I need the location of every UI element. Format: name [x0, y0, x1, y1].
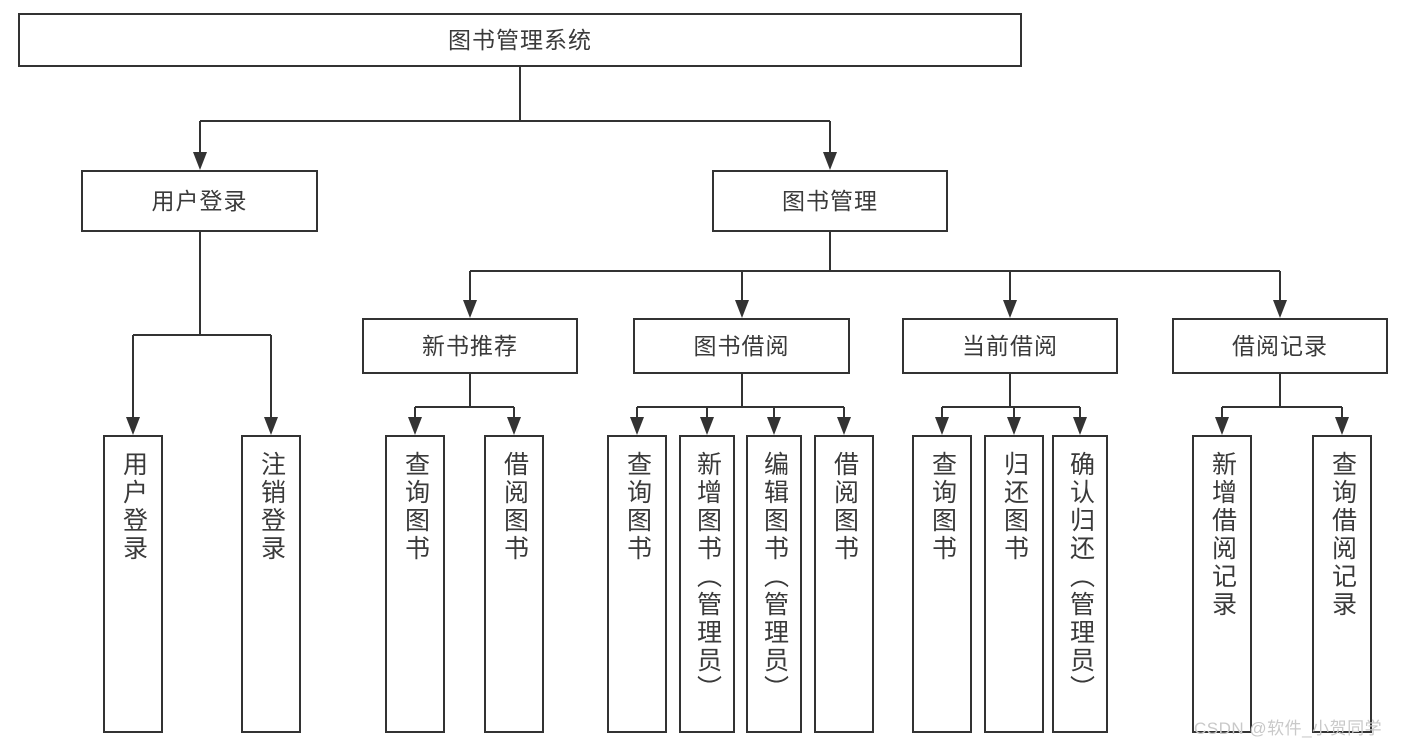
leaf-node-edit-book[interactable]: 编辑图书（管理员）: [746, 435, 802, 733]
node-label: 查询图书: [928, 451, 957, 563]
connector-borrow-record-stem: [1279, 374, 1281, 407]
node-label: 新增借阅记录: [1208, 451, 1237, 619]
arrowhead-icon: [935, 417, 949, 435]
arrowhead-icon: [767, 417, 781, 435]
arrowhead-icon: [1007, 417, 1021, 435]
node-current-borrow[interactable]: 当前借阅: [902, 318, 1118, 374]
arrowhead-icon: [1073, 417, 1087, 435]
connector-current-borrow-drop: [1013, 407, 1015, 417]
leaf-node-query-book-1[interactable]: 查询图书: [385, 435, 445, 733]
node-label: 图书借阅: [693, 332, 790, 359]
node-label: 查询图书: [623, 451, 652, 563]
connector-manage-drop: [1279, 271, 1281, 300]
connector-root-drop: [829, 121, 831, 152]
leaf-node-query-book-3[interactable]: 查询图书: [912, 435, 972, 733]
arrowhead-icon: [408, 417, 422, 435]
arrowhead-icon: [823, 152, 837, 170]
arrowhead-icon: [630, 417, 644, 435]
connector-current-borrow-bar: [942, 406, 1080, 408]
connector-book-borrow-drop: [843, 407, 845, 417]
node-label: 新增图书（管理员）: [693, 451, 722, 703]
connector-new-book-rec-bar: [415, 406, 514, 408]
arrowhead-icon: [700, 417, 714, 435]
connector-book-borrow-drop: [773, 407, 775, 417]
connector-borrow-record-drop: [1221, 407, 1223, 417]
leaf-node-return-book[interactable]: 归还图书: [984, 435, 1044, 733]
arrowhead-icon: [126, 417, 140, 435]
arrowhead-icon: [837, 417, 851, 435]
connector-current-borrow-drop: [1079, 407, 1081, 417]
connector-new-book-rec-drop: [513, 407, 515, 417]
leaf-node-add-book[interactable]: 新增图书（管理员）: [679, 435, 735, 733]
leaf-node-query-borrow-record[interactable]: 查询借阅记录: [1312, 435, 1372, 733]
connector-manage-drop: [469, 271, 471, 300]
leaf-node-borrow-book-2[interactable]: 借阅图书: [814, 435, 874, 733]
connector-user-login-drop: [270, 335, 272, 417]
node-label: 确认归还（管理员）: [1066, 451, 1095, 703]
arrowhead-icon: [1215, 417, 1229, 435]
node-new-book-recommend[interactable]: 新书推荐: [362, 318, 578, 374]
node-label: 借阅图书: [830, 451, 859, 563]
arrowhead-icon: [1273, 300, 1287, 318]
node-label: 用户登录: [151, 187, 248, 214]
arrowhead-icon: [192, 152, 207, 170]
node-book-borrow[interactable]: 图书借阅: [633, 318, 850, 374]
leaf-node-confirm-return[interactable]: 确认归还（管理员）: [1052, 435, 1108, 733]
arrowhead-icon: [264, 417, 278, 435]
csdn-watermark: CSDN @软件_小贺同学: [1194, 719, 1383, 738]
node-label: 归还图书: [1000, 451, 1029, 563]
arrowhead-icon: [1335, 417, 1349, 435]
connector-book-borrow-drop: [636, 407, 638, 417]
node-book-manage[interactable]: 图书管理: [712, 170, 948, 232]
leaf-node-logout[interactable]: 注销登录: [241, 435, 301, 733]
arrowhead-icon: [507, 417, 521, 435]
connector-manage-drop: [1009, 271, 1011, 300]
leaf-node-add-borrow-record[interactable]: 新增借阅记录: [1192, 435, 1252, 733]
connector-user-login-stem: [198, 232, 201, 335]
leaf-node-query-book-2[interactable]: 查询图书: [607, 435, 667, 733]
connector-borrow-record-drop: [1341, 407, 1343, 417]
connector-user-login-drop: [132, 335, 134, 417]
node-user-login[interactable]: 用户登录: [81, 170, 318, 232]
connector-current-borrow-stem: [1009, 374, 1011, 407]
connector-manage-drop: [740, 271, 743, 300]
connector-book-borrow-drop: [706, 407, 708, 417]
connector-root-stem: [519, 67, 521, 121]
node-label: 当前借阅: [962, 332, 1058, 359]
leaf-node-user-login[interactable]: 用户登录: [103, 435, 163, 733]
node-label: 新书推荐: [422, 332, 518, 359]
connector-borrow-record-bar: [1222, 406, 1342, 408]
node-root-system[interactable]: 图书管理系统: [18, 13, 1022, 67]
node-label: 借阅图书: [500, 451, 529, 563]
connector-new-book-rec-drop: [414, 407, 416, 417]
node-label: 编辑图书（管理员）: [760, 451, 789, 703]
node-label: 查询图书: [401, 451, 430, 563]
connector-user-login-bar: [133, 334, 271, 336]
node-label: 图书管理系统: [448, 26, 592, 53]
node-label: 图书管理: [782, 187, 878, 214]
leaf-node-borrow-book-1[interactable]: 借阅图书: [484, 435, 544, 733]
connector-root-drop: [198, 121, 201, 152]
node-label: 借阅记录: [1232, 332, 1328, 359]
connector-new-book-rec-stem: [469, 374, 471, 407]
connector-book-borrow-bar: [637, 406, 844, 408]
arrowhead-icon: [734, 300, 749, 318]
arrowhead-icon: [1003, 300, 1017, 318]
connector-manage-stem: [829, 232, 831, 271]
node-label: 查询借阅记录: [1328, 451, 1357, 619]
node-label: 用户登录: [119, 451, 148, 563]
arrowhead-icon: [463, 300, 477, 318]
node-label: 注销登录: [257, 451, 286, 563]
node-borrow-record[interactable]: 借阅记录: [1172, 318, 1388, 374]
connector-book-borrow-stem: [740, 374, 743, 407]
connector-root-bar: [199, 120, 830, 122]
connector-manage-bar: [470, 270, 1280, 272]
connector-current-borrow-drop: [941, 407, 943, 417]
